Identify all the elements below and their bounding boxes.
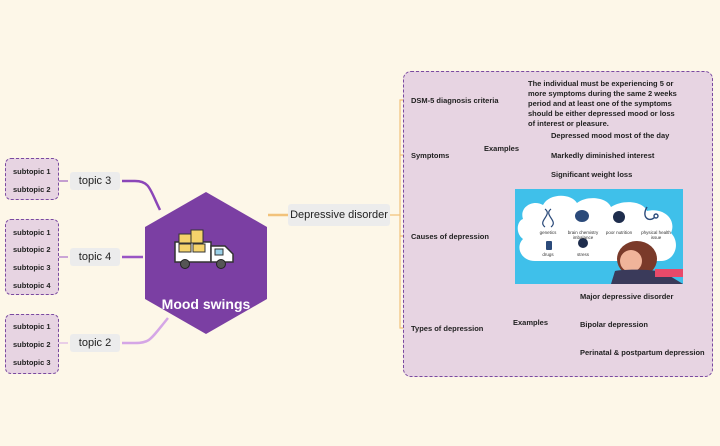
apple-icon [613, 211, 625, 223]
person-illustration [611, 241, 683, 284]
stethoscope-icon [644, 206, 659, 221]
branch-symptoms[interactable]: Symptoms [411, 151, 450, 160]
cause-label: stress [576, 252, 589, 257]
subtopic-item[interactable]: subtopic 3 [13, 263, 51, 272]
dsm-text: The individual must be experiencing 5 or… [528, 79, 677, 128]
type-item[interactable]: Bipolar depression [580, 320, 648, 329]
type-item[interactable]: Major depressive disorder [580, 292, 674, 301]
subtopic-item[interactable]: subtopic 2 [13, 245, 51, 254]
topic-4[interactable]: topic 4 [70, 248, 120, 266]
symptom-item[interactable]: Significant weight loss [551, 170, 633, 179]
dna-icon [542, 208, 554, 228]
brain-icon [575, 210, 589, 222]
symptom-item[interactable]: Markedly diminished interest [551, 151, 655, 160]
stress-icon [578, 238, 588, 248]
type-item[interactable]: Perinatal & postpartum depression [580, 348, 705, 357]
subtopic-item[interactable]: subtopic 2 [13, 185, 51, 194]
cause-label: poor nutrition [605, 230, 633, 235]
subtopic-item[interactable]: subtopic 4 [13, 281, 51, 290]
central-hexagon[interactable] [143, 190, 269, 336]
subtopic-item[interactable]: subtopic 1 [13, 228, 51, 237]
cause-label: brain chemistry imbalance [567, 230, 599, 240]
causes-illustration: genetics brain chemistry imbalance poor … [515, 189, 683, 284]
topic-3[interactable]: topic 3 [70, 172, 120, 190]
symptom-item[interactable]: Depressed mood most of the day [551, 131, 670, 140]
subtopic-item[interactable]: subtopic 2 [13, 340, 51, 349]
subtopic-group-topic3: subtopic 1 subtopic 2 [5, 158, 59, 200]
pills-icon [546, 241, 552, 250]
subtopic-item[interactable]: subtopic 1 [13, 167, 51, 176]
connector-topic2 [122, 317, 169, 345]
cause-label: drugs [542, 252, 554, 257]
cause-label: physical health issue [641, 230, 671, 240]
symptoms-examples[interactable]: Examples [484, 144, 520, 153]
subtopic-group-topic4: subtopic 1 subtopic 2 subtopic 3 subtopi… [5, 219, 59, 295]
subtopic-group-topic2: subtopic 1 subtopic 2 subtopic 3 [5, 314, 59, 374]
connector-topic3 [122, 179, 162, 211]
truck-icon [174, 229, 234, 269]
cause-label: genetics [539, 230, 557, 235]
types-examples[interactable]: Examples [513, 318, 549, 327]
branch-dsm[interactable]: DSM-5 diagnosis criteria [411, 96, 499, 105]
subtopic-item[interactable]: subtopic 1 [13, 322, 51, 331]
topic-2[interactable]: topic 2 [70, 334, 120, 352]
branch-types[interactable]: Types of depression [411, 324, 484, 333]
branch-causes[interactable]: Causes of depression [411, 232, 489, 241]
subtopic-item[interactable]: subtopic 3 [13, 358, 51, 367]
topic-depressive-disorder[interactable]: Depressive disorder [288, 204, 390, 226]
central-title: Mood swings [161, 296, 251, 312]
